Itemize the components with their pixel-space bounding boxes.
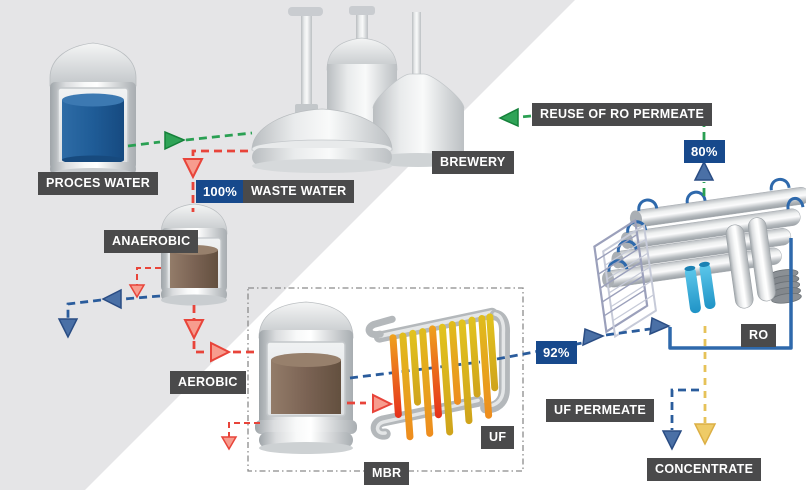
label-aerobic: AEROBIC — [170, 371, 246, 394]
badge-waste-water-percent: 100% — [196, 180, 245, 203]
blue-arrow-right-icon — [582, 327, 605, 347]
blue-arrow-right-icon — [649, 316, 671, 336]
blue-flow-anaerobic-effluent — [57, 288, 161, 339]
label-waste-water: WASTE WATER — [243, 180, 355, 203]
red-flow-mbr-sludge — [220, 422, 260, 451]
label-uf: UF — [481, 426, 515, 449]
ro-membrane-unit — [593, 177, 806, 350]
blue-arrow-down-icon — [57, 318, 79, 339]
red-flow-anaerobic-to-aerobic — [183, 305, 259, 363]
label-anaerobic: ANAEROBIC — [104, 230, 199, 253]
red-arrow-right-icon — [210, 341, 232, 363]
badge-uf-permeate-percent: 92% — [536, 341, 577, 364]
green-arrow-right-icon — [164, 130, 186, 151]
ro-vertical-vessels — [725, 217, 776, 309]
green-flow-process-water — [127, 130, 253, 151]
uf-membrane-unit — [365, 307, 511, 441]
red-arrow-right-icon — [372, 393, 394, 414]
red-flow-waste-water — [182, 149, 248, 212]
label-brewery: BREWERY — [432, 151, 514, 174]
mbr-tank — [255, 301, 357, 454]
red-arrow-down-icon — [220, 436, 238, 451]
red-arrow-down-icon — [182, 158, 204, 180]
yellow-arrow-down-icon — [693, 423, 717, 446]
uf-tubes — [389, 313, 499, 441]
yellow-flow-concentrate — [693, 326, 717, 446]
label-uf-permeate: UF PERMEATE — [546, 399, 654, 422]
anaerobic-tank — [160, 203, 228, 306]
green-flow-reuse — [498, 107, 715, 196]
label-concentrate: CONCENTRATE — [647, 458, 762, 481]
blue-arrow-up-icon — [693, 160, 715, 181]
process-water-liquid — [62, 93, 124, 165]
mbr-sludge — [271, 353, 341, 414]
brewery-illustration — [251, 6, 465, 173]
badge-ro-permeate-percent: 80% — [684, 140, 725, 163]
process-water-tank — [49, 42, 137, 182]
red-arrow-down-icon — [128, 284, 146, 299]
red-flow-mbr-to-uf — [347, 393, 394, 414]
label-reuse-of-ro-permeate: REUSE OF RO PERMEATE — [532, 103, 713, 126]
ro-skid-pipe — [668, 238, 793, 350]
ro-filter-cartridges — [684, 261, 716, 314]
red-arrow-down-icon — [183, 319, 205, 341]
label-ro: RO — [741, 324, 777, 347]
blue-flow-concentrate — [661, 388, 699, 451]
blue-arrow-down-icon — [661, 430, 683, 451]
label-mbr: MBR — [364, 462, 410, 485]
red-flow-anaerobic-vent — [128, 267, 161, 299]
ro-rack — [593, 218, 657, 339]
green-arrow-left-icon — [498, 107, 519, 128]
label-proces-water: PROCES WATER — [38, 172, 159, 195]
blue-arrow-left-icon — [101, 288, 122, 310]
